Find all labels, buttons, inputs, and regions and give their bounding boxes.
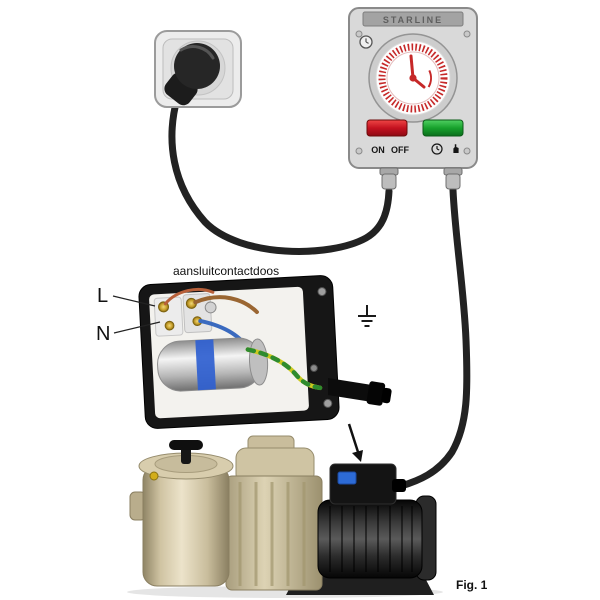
plug-body [174,43,220,89]
timer-brand-label: STARLINE [383,15,443,25]
timer-corner-screws [355,30,471,155]
neutral-leader-line [113,321,161,334]
timer-dial [368,33,458,123]
box-screw [317,287,327,297]
terminal-screw [164,320,175,331]
mode-button [422,119,464,137]
capacitor-band [195,339,216,391]
strainer-pot [142,465,230,587]
drain-plug [149,471,159,481]
on-off-button [366,119,408,137]
motor [317,499,423,579]
junction-box-label: aansluitcontactdoos [173,264,279,278]
on-label: ON [371,145,385,155]
manual-mode-hand-icon [453,144,459,153]
off-label: OFF [391,145,409,155]
pool-pump [127,435,443,598]
cable-gland-left [379,167,399,190]
dial-minute-hand [409,54,415,80]
dial-red-arc [427,69,432,88]
dial-segment-ring [378,43,448,113]
terminal-block [153,293,217,337]
plug-to-timer-cable [168,95,393,255]
power-plug-icon [164,43,220,106]
terminal-box-connector [337,471,357,485]
dial-hub [409,74,417,82]
terminal-screw [204,301,217,314]
box-screw [323,398,333,408]
timer-unit: STARLINE ON OFF [348,7,478,190]
junction-box-gland [328,378,392,406]
junction-box [138,275,340,429]
lid-knob [169,440,203,450]
clock-icon [359,35,373,49]
live-leader-line [112,295,156,307]
pump-body-ribs [238,482,306,586]
figure-caption: Fig. 1 [456,578,488,592]
timer-to-pump-cable [397,186,471,490]
box-screw [310,364,318,372]
pointer-arrow [347,423,363,462]
plug-highlight [179,45,215,60]
live-wire-brown [193,295,259,315]
timer-brand-plate [362,11,464,27]
motor-base [286,576,434,595]
earth-wire-stripes [245,347,323,391]
cable-gland-right [443,167,463,190]
live-terminal-label: L [97,285,108,307]
neutral-terminal-label: N [96,323,110,345]
lid-knob-stem [181,447,191,464]
motor-ribs [329,506,413,572]
timer-mode-clock-icon [431,143,443,155]
terminal-box-gland [392,479,406,492]
earth-ground-icon [358,305,376,327]
capacitor [157,337,269,392]
wire-red [163,288,215,306]
